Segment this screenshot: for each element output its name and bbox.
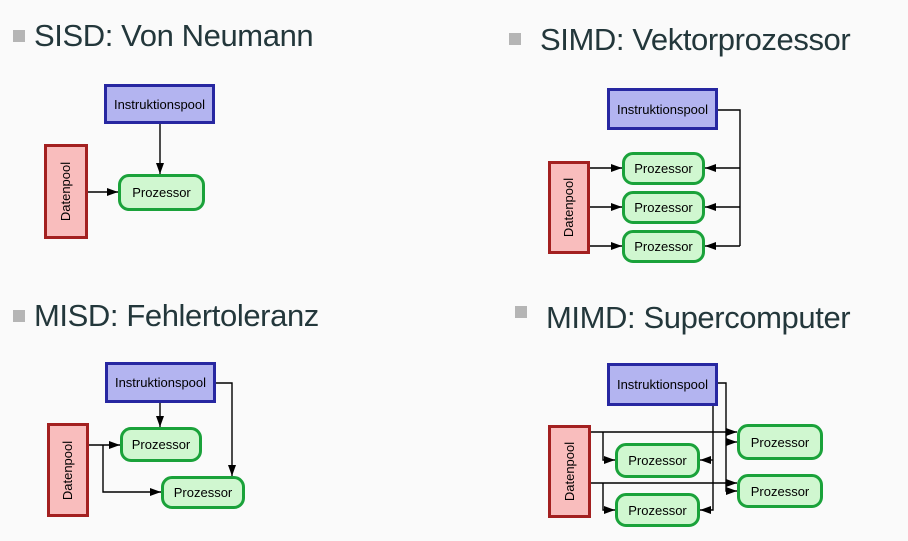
bullet-icon: [515, 306, 527, 318]
instruction-pool-label: Instruktionspool: [114, 375, 207, 390]
instruction-pool-box: Instruktionspool: [104, 84, 215, 124]
processor-label: Prozessor: [173, 485, 233, 500]
mimd-instruction-bus-left: [700, 406, 714, 514]
bullet-icon: [13, 30, 25, 42]
instruction-pool-label: Instruktionspool: [616, 377, 709, 392]
processor-label: Prozessor: [634, 200, 693, 215]
processor-label: Prozessor: [132, 185, 191, 200]
processor-label: Prozessor: [750, 483, 810, 499]
instruction-pool-box: Instruktionspool: [607, 363, 718, 406]
section-title-misd: MISD: Fehlertoleranz: [34, 298, 319, 333]
mimd-instruction-bus-right: [718, 382, 737, 495]
data-pool-box: Datenpool: [47, 423, 89, 517]
instruction-pool-label: Instruktionspool: [616, 101, 709, 117]
processor-box: Prozessor: [615, 493, 700, 527]
instruction-pool-label: Instruktionspool: [113, 96, 206, 112]
section-title-sisd: SISD: Von Neumann: [34, 18, 314, 53]
processor-box: Prozessor: [737, 424, 823, 460]
section-title-text: SIMD: Vektorprozessor: [540, 22, 851, 57]
bullet-icon: [13, 310, 25, 322]
data-pool-box: Datenpool: [548, 425, 591, 518]
processor-box: Prozessor: [737, 474, 823, 508]
section-title-text: MISD: Fehlertoleranz: [34, 298, 319, 333]
processor-box: Prozessor: [622, 191, 705, 224]
section-title-mimd: MIMD: Supercomputer: [546, 300, 851, 335]
processor-box: Prozessor: [622, 152, 705, 185]
data-pool-box: Datenpool: [44, 144, 88, 239]
instruction-pool-box: Instruktionspool: [105, 362, 216, 403]
data-pool-label: Datenpool: [58, 161, 74, 222]
processor-box: Prozessor: [118, 174, 205, 211]
simd-instruction-bus: [718, 109, 741, 246]
processor-label: Prozessor: [628, 453, 687, 468]
data-pool-label: Datenpool: [60, 440, 76, 500]
section-title-text: SISD: Von Neumann: [34, 18, 314, 53]
mimd-data-arrow-left-1: [602, 432, 615, 464]
instruction-pool-box: Instruktionspool: [607, 88, 718, 130]
data-pool-label: Datenpool: [561, 177, 577, 238]
misd-instruction-arrow-2: [216, 382, 236, 476]
misd-data-arrow-2: [102, 445, 161, 496]
data-pool-box: Datenpool: [548, 161, 590, 254]
processor-label: Prozessor: [634, 239, 693, 254]
processor-box: Prozessor: [120, 427, 202, 462]
processor-label: Prozessor: [750, 434, 810, 450]
processor-label: Prozessor: [628, 502, 687, 518]
bullet-icon: [509, 33, 521, 45]
processor-box: Prozessor: [615, 443, 700, 478]
section-title-text: MIMD: Supercomputer: [546, 300, 851, 335]
data-pool-label: Datenpool: [562, 441, 577, 502]
processor-label: Prozessor: [131, 437, 191, 452]
mimd-data-arrow-left-2: [602, 483, 615, 514]
processor-label: Prozessor: [634, 161, 693, 176]
processor-box: Prozessor: [622, 230, 705, 263]
section-title-simd: SIMD: Vektorprozessor: [540, 22, 851, 57]
processor-box: Prozessor: [161, 476, 245, 509]
